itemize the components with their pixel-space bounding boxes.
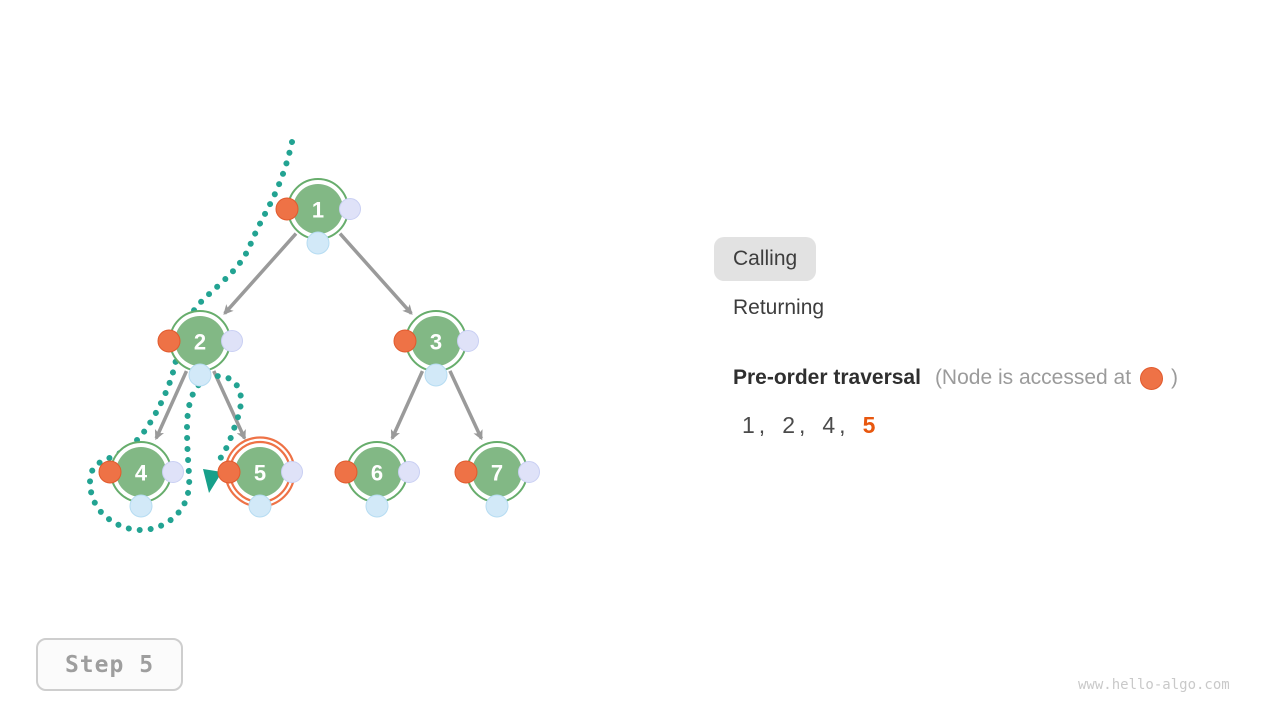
tree-edge	[212, 370, 247, 441]
watermark: www.hello-algo.com	[1078, 677, 1230, 693]
slot-dot-right	[398, 461, 420, 483]
tree-node-7: 7	[454, 441, 540, 518]
tree-edge	[448, 370, 483, 441]
tree-edge	[154, 370, 189, 441]
slot-dot-right	[518, 461, 540, 483]
slot-dot-bottom	[248, 494, 272, 518]
tree-node-5: 5	[217, 436, 303, 518]
legend-calling-label: Calling	[733, 247, 798, 270]
tree-node-3: 3	[393, 310, 479, 387]
traversal-header: Pre-order traversal (Node is accessed at…	[733, 366, 1178, 390]
traversal-trail	[87, 139, 295, 534]
node-label: 2	[194, 330, 206, 355]
step-button[interactable]: Step 5	[36, 638, 183, 691]
slot-dot-bottom	[424, 363, 448, 387]
slot-dot-bottom	[129, 494, 153, 518]
slot-dot-right	[339, 198, 361, 220]
node-label: 6	[371, 461, 383, 486]
sequence-separator: ,	[839, 412, 846, 438]
access-dot-left	[275, 197, 299, 221]
legend-calling-badge: Calling	[714, 237, 817, 281]
node-disc	[411, 316, 461, 366]
step-button-label: Step 5	[64, 651, 155, 678]
node-disc	[352, 447, 402, 497]
slot-dot-right	[281, 461, 303, 483]
node-label: 5	[254, 461, 266, 486]
node-disc	[293, 184, 343, 234]
access-dot-left	[98, 460, 122, 484]
node-label: 7	[491, 461, 503, 486]
tree-edge	[338, 232, 413, 315]
sequence-separator: ,	[798, 412, 806, 438]
traversal-title: Pre-order traversal	[733, 366, 921, 389]
slot-dot-bottom	[365, 494, 389, 518]
access-dot-left	[157, 329, 181, 353]
slot-dot-right	[221, 330, 243, 352]
access-dot-left	[334, 460, 358, 484]
node-disc	[175, 316, 225, 366]
access-dot-left	[454, 460, 478, 484]
slot-dot-right	[162, 461, 184, 483]
tree-node-4: 4	[98, 441, 184, 518]
tree-node-6: 6	[334, 441, 420, 518]
traversal-note-suffix: )	[1171, 366, 1179, 389]
node-label: 1	[312, 198, 324, 223]
access-dot-left	[393, 329, 417, 353]
sequence-value: 2	[782, 412, 795, 438]
tree-edge	[223, 232, 298, 315]
tree-edge	[390, 370, 425, 441]
traversal-note-prefix: (Node is accessed at	[934, 366, 1132, 389]
slot-dot-bottom	[306, 231, 330, 255]
node-disc	[472, 447, 522, 497]
tree-node-1: 1	[275, 178, 361, 255]
legend-returning-label: Returning	[733, 296, 825, 319]
slot-dot-right	[457, 330, 479, 352]
slot-dot-bottom	[188, 363, 212, 387]
node-disc	[235, 447, 285, 497]
sequence-value: 4	[822, 412, 836, 438]
tree-node-2: 2	[157, 310, 243, 387]
node-disc	[116, 447, 166, 497]
access-dot-icon	[1140, 366, 1164, 390]
access-dot-left	[217, 460, 241, 484]
traversal-sequence: 1,2,4,5	[742, 412, 875, 439]
node-label: 4	[135, 461, 148, 486]
node-label: 3	[430, 330, 442, 355]
slot-dot-bottom	[485, 494, 509, 518]
sequence-separator: ,	[758, 412, 766, 438]
trail-arrowhead-icon	[203, 469, 222, 493]
sequence-value: 5	[862, 412, 876, 438]
sequence-value: 1	[742, 412, 755, 438]
